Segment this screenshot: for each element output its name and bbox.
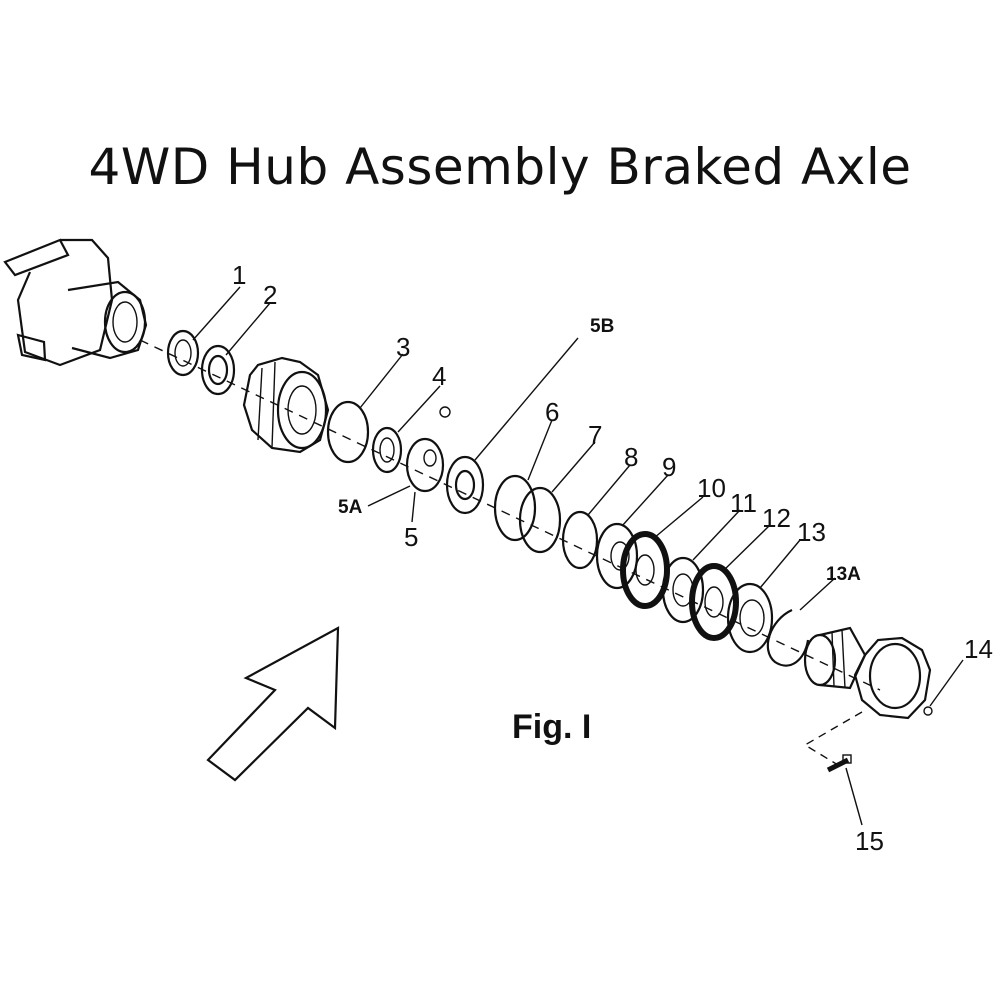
callout-5a: 5A: [338, 497, 363, 518]
callout-4: 4: [432, 361, 446, 391]
part-15-bolt: [826, 754, 852, 773]
direction-arrow: [206, 626, 340, 782]
steering-knuckle: [3, 238, 148, 367]
callout-5b: 5B: [590, 316, 614, 337]
callout-13: 13: [797, 517, 826, 547]
part-8-ring: [561, 510, 599, 570]
part-6-ring: [493, 474, 537, 542]
callout-7: 7: [588, 420, 602, 450]
part-3-o-ring: [326, 400, 370, 464]
callout-3: 3: [396, 332, 410, 362]
callout-5: 5: [404, 522, 418, 552]
callout-14: 14: [964, 634, 993, 664]
bolt-centerline: [803, 711, 863, 766]
part-13-plate: [726, 582, 774, 654]
axle-centerline: [139, 339, 881, 691]
part-5b-bearing-assembly: [445, 455, 485, 515]
part-11-plate: [661, 556, 705, 624]
part-4-bearing: [371, 426, 403, 474]
part-13a-snap-ring: [766, 608, 810, 667]
callout-8: 8: [624, 442, 638, 472]
wheel-hub: [242, 356, 330, 454]
part-7-ring: [518, 486, 562, 554]
ball: [439, 406, 451, 418]
callout-15: 15: [855, 826, 884, 856]
part-2-bearing: [200, 344, 236, 396]
part-10-friction-disc: [620, 531, 670, 609]
part-9-splined-plate: [595, 522, 639, 590]
callout-13a: 13A: [826, 564, 861, 585]
callout-1: 1: [232, 260, 246, 290]
end-cover: [853, 636, 932, 720]
callout-10: 10: [697, 473, 726, 503]
callout-2: 2: [263, 280, 277, 310]
part-14-bolt: [923, 706, 933, 716]
callout-6: 6: [545, 397, 559, 427]
leader-lines: [192, 286, 964, 826]
callout-12: 12: [762, 503, 791, 533]
callout-9: 9: [662, 452, 676, 482]
figure-label: Fig. I: [512, 708, 591, 746]
callout-11: 11: [730, 488, 757, 518]
diagram-title: 4WD Hub Assembly Braked Axle: [88, 138, 912, 196]
part-1-seal: [166, 329, 200, 377]
part-12-friction-disc: [689, 563, 739, 641]
part-5-snap-ring: [405, 437, 445, 493]
